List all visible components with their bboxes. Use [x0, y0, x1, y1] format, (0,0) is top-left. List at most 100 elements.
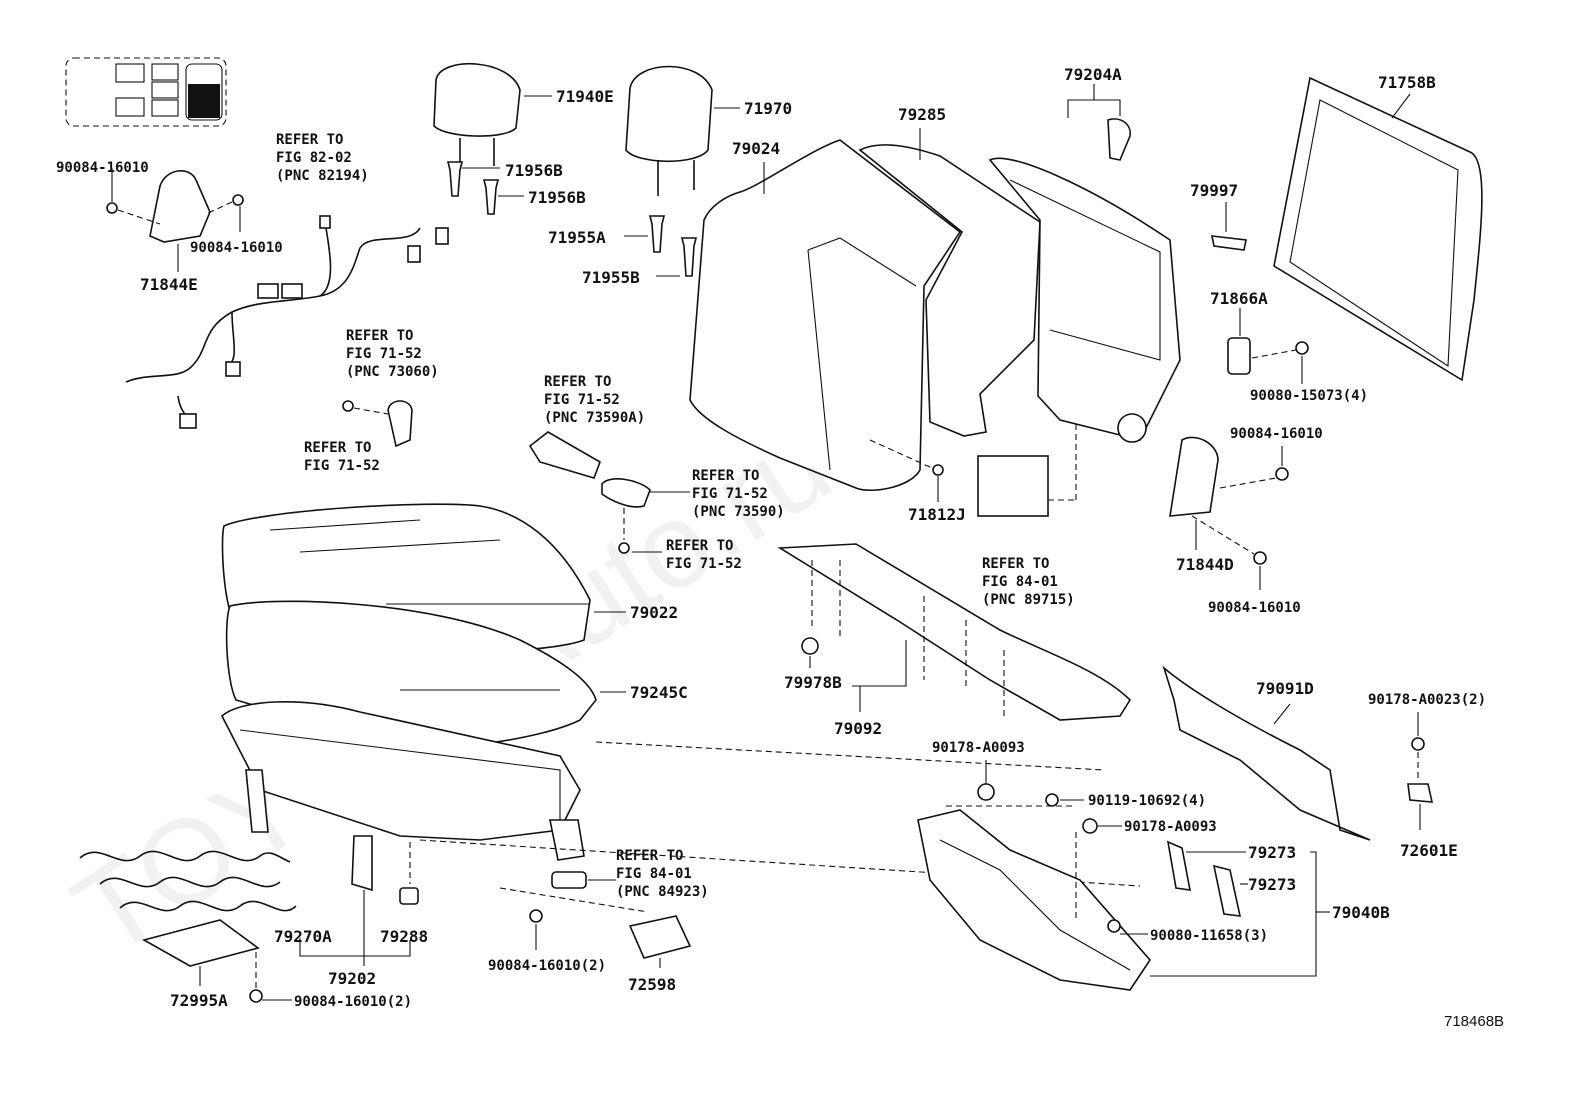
- svg-text:FIG 71-52: FIG 71-52: [304, 458, 380, 474]
- headrest-71940E: [433, 63, 521, 168]
- seat-riser-79040B: [917, 809, 1152, 991]
- note-refer-82-02: REFER TO FIG 82-02 (PNC 82194): [276, 132, 369, 184]
- label-72995A: 72995A: [170, 991, 228, 1010]
- label-71970: 71970: [744, 99, 792, 118]
- label-79040B: 79040B: [1332, 903, 1390, 922]
- svg-text:(PNC 82194): (PNC 82194): [276, 168, 369, 184]
- label-71956B: 71956B: [528, 188, 586, 207]
- label-79997: 79997: [1190, 181, 1238, 200]
- svg-text:REFER TO: REFER TO: [616, 848, 683, 864]
- svg-text:FIG 71-52: FIG 71-52: [346, 346, 422, 362]
- label-90178-A0093: 90178-A0093: [1124, 819, 1217, 835]
- label-79022: 79022: [630, 603, 678, 622]
- note-refer-71-52: REFER TO FIG 71-52: [304, 440, 380, 474]
- note-refer-84-01-89715: REFER TO FIG 84-01 (PNC 89715): [982, 556, 1075, 608]
- label-79273: 79273: [1248, 875, 1296, 894]
- svg-text:REFER TO: REFER TO: [276, 132, 343, 148]
- label-71844E: 71844E: [140, 275, 198, 294]
- label-90084-16010: 90084-16010: [190, 240, 283, 256]
- stopper-79288: [399, 887, 419, 905]
- wire-harness: [125, 215, 449, 429]
- headrest-guides: [446, 161, 698, 277]
- seatback-frame-79204A: [988, 118, 1181, 443]
- svg-text:FIG 71-52: FIG 71-52: [692, 486, 768, 502]
- label-71758B: 71758B: [1378, 73, 1436, 92]
- rail-cover-79092: [777, 543, 1132, 721]
- label-71956B: 71956B: [505, 161, 563, 180]
- label-71812J: 71812J: [908, 505, 966, 524]
- headrest-71970: [625, 65, 713, 196]
- hinge-cover-71844E: [106, 168, 244, 272]
- note-refer-84-01-84923: REFER TO FIG 84-01 (PNC 84923): [616, 848, 709, 900]
- svg-text:REFER TO: REFER TO: [544, 374, 611, 390]
- cover-71866A: [1227, 337, 1251, 375]
- label-79285: 79285: [898, 105, 946, 124]
- seat-locator-icon: [65, 57, 227, 127]
- svg-text:FIG 84-01: FIG 84-01: [616, 866, 692, 882]
- label-79288: 79288: [380, 927, 428, 946]
- cover-72995A: [141, 919, 260, 967]
- seatback-cover-79024: [689, 139, 962, 492]
- svg-text:REFER TO: REFER TO: [982, 556, 1049, 572]
- figure-id: 718468B: [1444, 1013, 1504, 1030]
- label-90084-16010: 90084-16010: [1208, 600, 1301, 616]
- seatback-pad-79285: [858, 144, 1041, 437]
- label-90084-16010: 90084-16010: [1230, 426, 1323, 442]
- label-90084-16010-2: 90084-16010(2): [294, 994, 412, 1010]
- svg-text:FIG 82-02: FIG 82-02: [276, 150, 352, 166]
- label-79273: 79273: [1248, 843, 1296, 862]
- svg-text:(PNC 73060): (PNC 73060): [346, 364, 439, 380]
- hinge-cover-71844D: [1169, 436, 1219, 517]
- label-79204A: 79204A: [1064, 65, 1122, 84]
- clip-72601E: [1407, 783, 1434, 803]
- label-79091D: 79091D: [1256, 679, 1314, 698]
- side-cover-79091D: [1162, 665, 1371, 841]
- label-71955A: 71955A: [548, 228, 606, 247]
- label-90080-11658: 90080-11658(3): [1150, 928, 1268, 944]
- label-90080-15073: 90080-15073(4): [1250, 388, 1368, 404]
- label-79270A: 79270A: [274, 927, 332, 946]
- label-79092: 79092: [834, 719, 882, 738]
- note-refer-71-52-73590A: REFER TO FIG 71-52 (PNC 73590A): [544, 374, 645, 426]
- svg-text:REFER TO: REFER TO: [346, 328, 413, 344]
- svg-text:(PNC 89715): (PNC 89715): [982, 592, 1075, 608]
- seat-spring-79270A: [79, 850, 291, 863]
- svg-text:REFER TO: REFER TO: [666, 538, 733, 554]
- svg-text:FIG 84-01: FIG 84-01: [982, 574, 1058, 590]
- label-71866A: 71866A: [1210, 289, 1268, 308]
- belt-73590A: [528, 431, 651, 554]
- label-90178-A0023: 90178-A0023(2): [1368, 692, 1486, 708]
- label-79978B: 79978B: [784, 673, 842, 692]
- label-71940E: 71940E: [556, 87, 614, 106]
- cushion-frame-79202: [221, 701, 585, 892]
- svg-text:FIG 71-52: FIG 71-52: [666, 556, 742, 572]
- label-90119-10692: 90119-10692(4): [1088, 793, 1206, 809]
- label-79202: 79202: [328, 969, 376, 988]
- label-71844D: 71844D: [1176, 555, 1234, 574]
- note-refer-71-52-b: REFER TO FIG 71-52: [666, 538, 742, 572]
- sensor-module: [977, 455, 1049, 517]
- svg-text:(PNC 73590A): (PNC 73590A): [544, 410, 645, 426]
- label-71955B: 71955B: [582, 268, 640, 287]
- label-79245C: 79245C: [630, 683, 688, 702]
- label-90178-A0093: 90178-A0093: [932, 740, 1025, 756]
- label-72598: 72598: [628, 975, 676, 994]
- label-79024: 79024: [732, 139, 780, 158]
- svg-text:(PNC 73590): (PNC 73590): [692, 504, 785, 520]
- back-panel-71758B: [1273, 76, 1483, 382]
- svg-text:(PNC 84923): (PNC 84923): [616, 884, 709, 900]
- label-72601E: 72601E: [1400, 841, 1458, 860]
- label-90084-16010: 90084-16010: [56, 160, 149, 176]
- sensor-84923: [551, 871, 587, 889]
- cover-72598: [628, 915, 692, 959]
- label-90084-16010-2: 90084-16010(2): [488, 958, 606, 974]
- svg-text:REFER TO: REFER TO: [304, 440, 371, 456]
- buckle-73060: [342, 400, 413, 448]
- svg-text:REFER TO: REFER TO: [692, 468, 759, 484]
- note-refer-71-52-73590: REFER TO FIG 71-52 (PNC 73590): [692, 468, 785, 520]
- svg-text:FIG 71-52: FIG 71-52: [544, 392, 620, 408]
- bracket-79997: [1210, 235, 1247, 251]
- note-refer-71-52-73060: REFER TO FIG 71-52 (PNC 73060): [346, 328, 439, 380]
